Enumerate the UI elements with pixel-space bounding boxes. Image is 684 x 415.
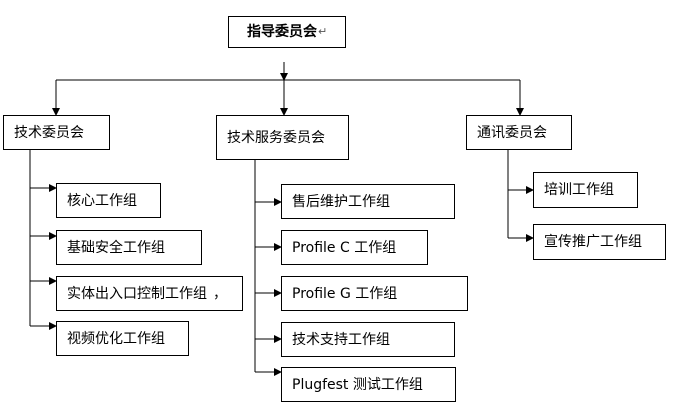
working-group-label: 售后维护工作组 [292, 193, 390, 210]
working-group-label: 培训工作组 [544, 182, 614, 198]
committee-label: 技术服务委员会 [227, 129, 325, 146]
working-group-label: Profile C 工作组 [292, 239, 397, 256]
working-group-box: 宣传推广工作组 [533, 224, 666, 260]
working-group-box: Profile C 工作组 [281, 230, 428, 265]
working-group-box: 售后维护工作组 [281, 184, 455, 219]
working-group-box: 基础安全工作组 [56, 230, 202, 265]
committee-label: 通讯委员会 [477, 124, 547, 141]
working-group-box: 实体出入口控制工作组 ， [56, 276, 243, 311]
working-group-box: Plugfest 测试工作组 [281, 367, 456, 402]
working-group-label: 技术支持工作组 [292, 331, 390, 348]
working-group-label: Profile G 工作组 [292, 285, 398, 302]
top-box-label: 指导委员会 [247, 24, 317, 40]
working-group-box: Profile G 工作组 [281, 276, 468, 311]
working-group-box: 视频优化工作组 [56, 321, 189, 356]
working-group-box: 技术支持工作组 [281, 322, 455, 357]
working-group-label: 核心工作组 [67, 192, 137, 209]
committee-box-2: 技术服务委员会 [216, 115, 349, 160]
trailing-mark: ， [213, 285, 227, 302]
working-group-box: 培训工作组 [533, 172, 638, 208]
top-box-steering-committee: 指导委员会 ↵ [228, 16, 346, 48]
working-group-label: 宣传推广工作组 [544, 234, 642, 250]
working-group-box: 核心工作组 [56, 183, 161, 218]
committee-box-3: 通讯委员会 [466, 115, 572, 150]
paragraph-mark: ↵ [318, 25, 328, 38]
working-group-label: 实体出入口控制工作组 [67, 285, 207, 302]
working-group-label: Plugfest 测试工作组 [292, 376, 423, 393]
working-group-label: 视频优化工作组 [67, 330, 165, 347]
committee-label: 技术委员会 [14, 124, 84, 141]
committee-box-1: 技术委员会 [3, 115, 110, 150]
working-group-label: 基础安全工作组 [67, 239, 165, 256]
